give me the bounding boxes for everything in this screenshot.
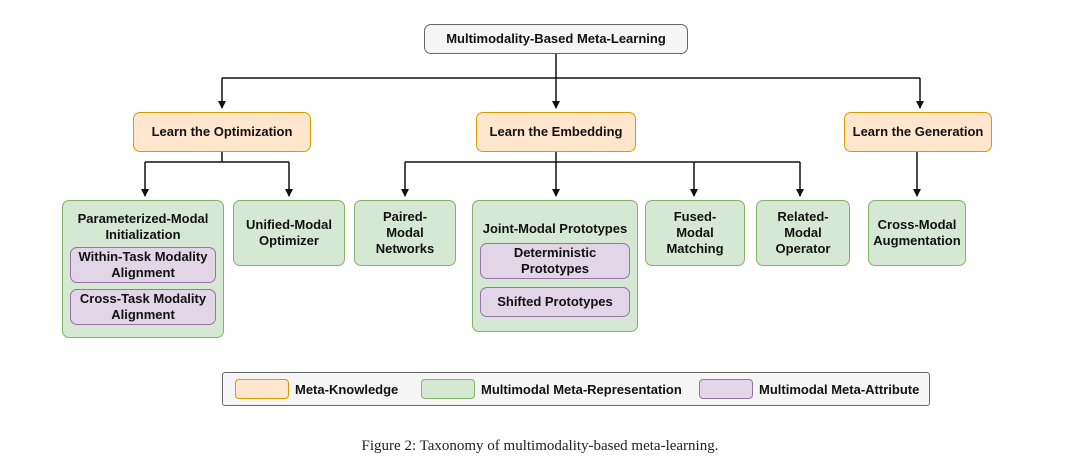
learn-embedding-label: Learn the Embedding xyxy=(489,124,623,139)
deterministic-label: Deterministic Prototypes xyxy=(513,245,597,276)
within-task-label: Within-Task Modality Alignment xyxy=(78,249,208,280)
learn-embedding-node: Learn the Embedding xyxy=(476,112,636,152)
fused-modal-label: Fused-Modal Matching xyxy=(666,209,724,256)
legend-swatch-meta-knowledge xyxy=(235,379,289,399)
root-label: Multimodality-Based Meta-Learning xyxy=(446,31,666,46)
within-task-node: Within-Task Modality Alignment xyxy=(70,247,216,283)
shifted-node: Shifted Prototypes xyxy=(480,287,630,317)
figure-caption: Figure 2: Taxonomy of multimodality-base… xyxy=(361,438,719,454)
learn-optimization-node: Learn the Optimization xyxy=(133,112,311,152)
learn-generation-node: Learn the Generation xyxy=(844,112,992,152)
related-modal-node: Related-Modal Operator xyxy=(756,200,850,266)
cross-modal-node: Cross-Modal Augmentation xyxy=(868,200,966,266)
fused-modal-node: Fused-Modal Matching xyxy=(645,200,745,266)
shifted-label: Shifted Prototypes xyxy=(497,294,613,309)
paired-modal-node: Paired-Modal Networks xyxy=(354,200,456,266)
joint-modal-node: Joint-Modal Prototypes Deterministic Pro… xyxy=(472,200,638,332)
root-node: Multimodality-Based Meta-Learning xyxy=(424,24,688,54)
paired-modal-label: Paired-Modal Networks xyxy=(375,209,435,256)
legend-label-attribute: Multimodal Meta-Attribute xyxy=(759,382,920,397)
parameterized-modal-node: Parameterized-Modal Initialization Withi… xyxy=(62,200,224,338)
legend-swatch-representation xyxy=(421,379,475,399)
parameterized-modal-label: Parameterized-Modal Initialization xyxy=(77,211,209,242)
cross-modal-label: Cross-Modal Augmentation xyxy=(873,217,961,248)
unified-modal-label: Unified-Modal Optimizer xyxy=(246,217,332,248)
legend: Meta-Knowledge Multimodal Meta-Represent… xyxy=(222,372,930,406)
learn-generation-label: Learn the Generation xyxy=(852,124,984,139)
legend-label-meta-knowledge: Meta-Knowledge xyxy=(295,382,399,397)
cross-task-label: Cross-Task Modality Alignment xyxy=(79,291,207,322)
learn-optimization-label: Learn the Optimization xyxy=(151,124,293,139)
unified-modal-node: Unified-Modal Optimizer xyxy=(233,200,345,266)
legend-swatch-attribute xyxy=(699,379,753,399)
deterministic-node: Deterministic Prototypes xyxy=(480,243,630,279)
legend-label-representation: Multimodal Meta-Representation xyxy=(481,382,682,397)
cross-task-node: Cross-Task Modality Alignment xyxy=(70,289,216,325)
related-modal-label: Related-Modal Operator xyxy=(775,209,831,256)
joint-modal-label: Joint-Modal Prototypes xyxy=(482,221,628,236)
